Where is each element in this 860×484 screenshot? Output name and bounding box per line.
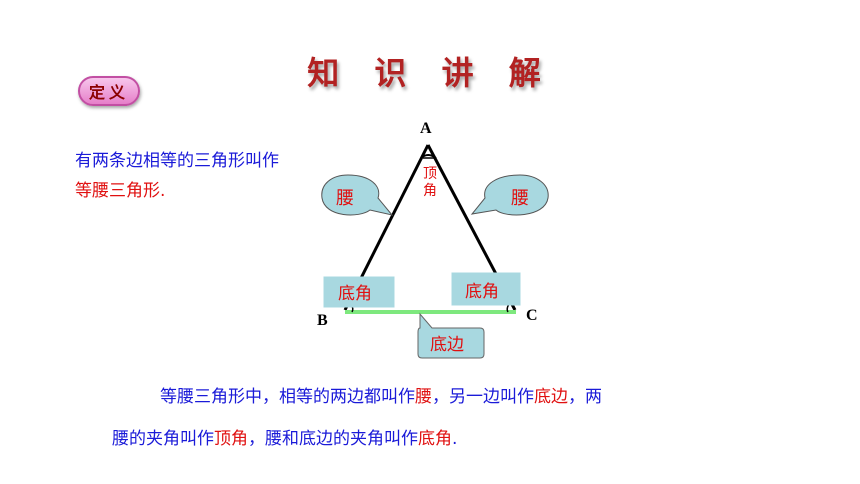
base-callout	[417, 312, 485, 359]
left-leg-callout	[321, 174, 394, 216]
explanation-paragraph: 等腰三角形中，相等的两边都叫作腰，另一边叫作底边，两 腰的夹角叫作顶角，腰和底边…	[112, 376, 752, 460]
apex-angle-label-2: 角	[423, 183, 437, 199]
highlight-base-angle: 底角	[418, 429, 452, 449]
paragraph-text: 腰的夹角叫作	[112, 429, 214, 449]
highlight-base: 底边	[534, 387, 568, 407]
paragraph-line-1: 等腰三角形中，相等的两边都叫作腰，另一边叫作底边，两	[112, 376, 752, 418]
apex-angle-label-1: 顶	[423, 166, 437, 182]
paragraph-text: ，腰和底边的夹角叫作	[248, 429, 418, 449]
definition-text: 有两条边相等的三角形叫作 等腰三角形.	[75, 146, 279, 206]
definition-line-2: 等腰三角形.	[75, 181, 166, 201]
vertex-b-label: B	[317, 312, 328, 329]
highlight-leg: 腰	[415, 387, 432, 407]
definition-line-1: 有两条边相等的三角形叫作	[75, 151, 279, 171]
paragraph-text: ，另一边叫作	[432, 387, 534, 407]
paragraph-text: ，两	[568, 387, 602, 407]
highlight-apex-angle: 顶角	[214, 429, 248, 449]
right-base-angle-box	[451, 272, 521, 306]
vertex-a-label: A	[420, 120, 432, 137]
right-leg-label: 腰	[511, 188, 529, 209]
paragraph-text: .	[452, 429, 458, 449]
paragraph-text: 等腰三角形中，相等的两边都叫作	[160, 387, 415, 407]
base-label: 底边	[430, 335, 464, 355]
right-base-angle-label: 底角	[465, 282, 499, 302]
slide-title: 知 识 讲 解	[307, 54, 553, 92]
left-leg-label: 腰	[336, 188, 354, 209]
vertex-c-label: C	[526, 307, 538, 324]
apex-angle-arc	[420, 154, 437, 159]
definition-badge: 定义	[78, 76, 140, 106]
left-base-angle-label: 底角	[338, 284, 372, 304]
left-base-angle-box	[323, 276, 395, 308]
right-leg-callout	[470, 174, 549, 216]
paragraph-line-2: 腰的夹角叫作顶角，腰和底边的夹角叫作底角.	[112, 418, 752, 460]
